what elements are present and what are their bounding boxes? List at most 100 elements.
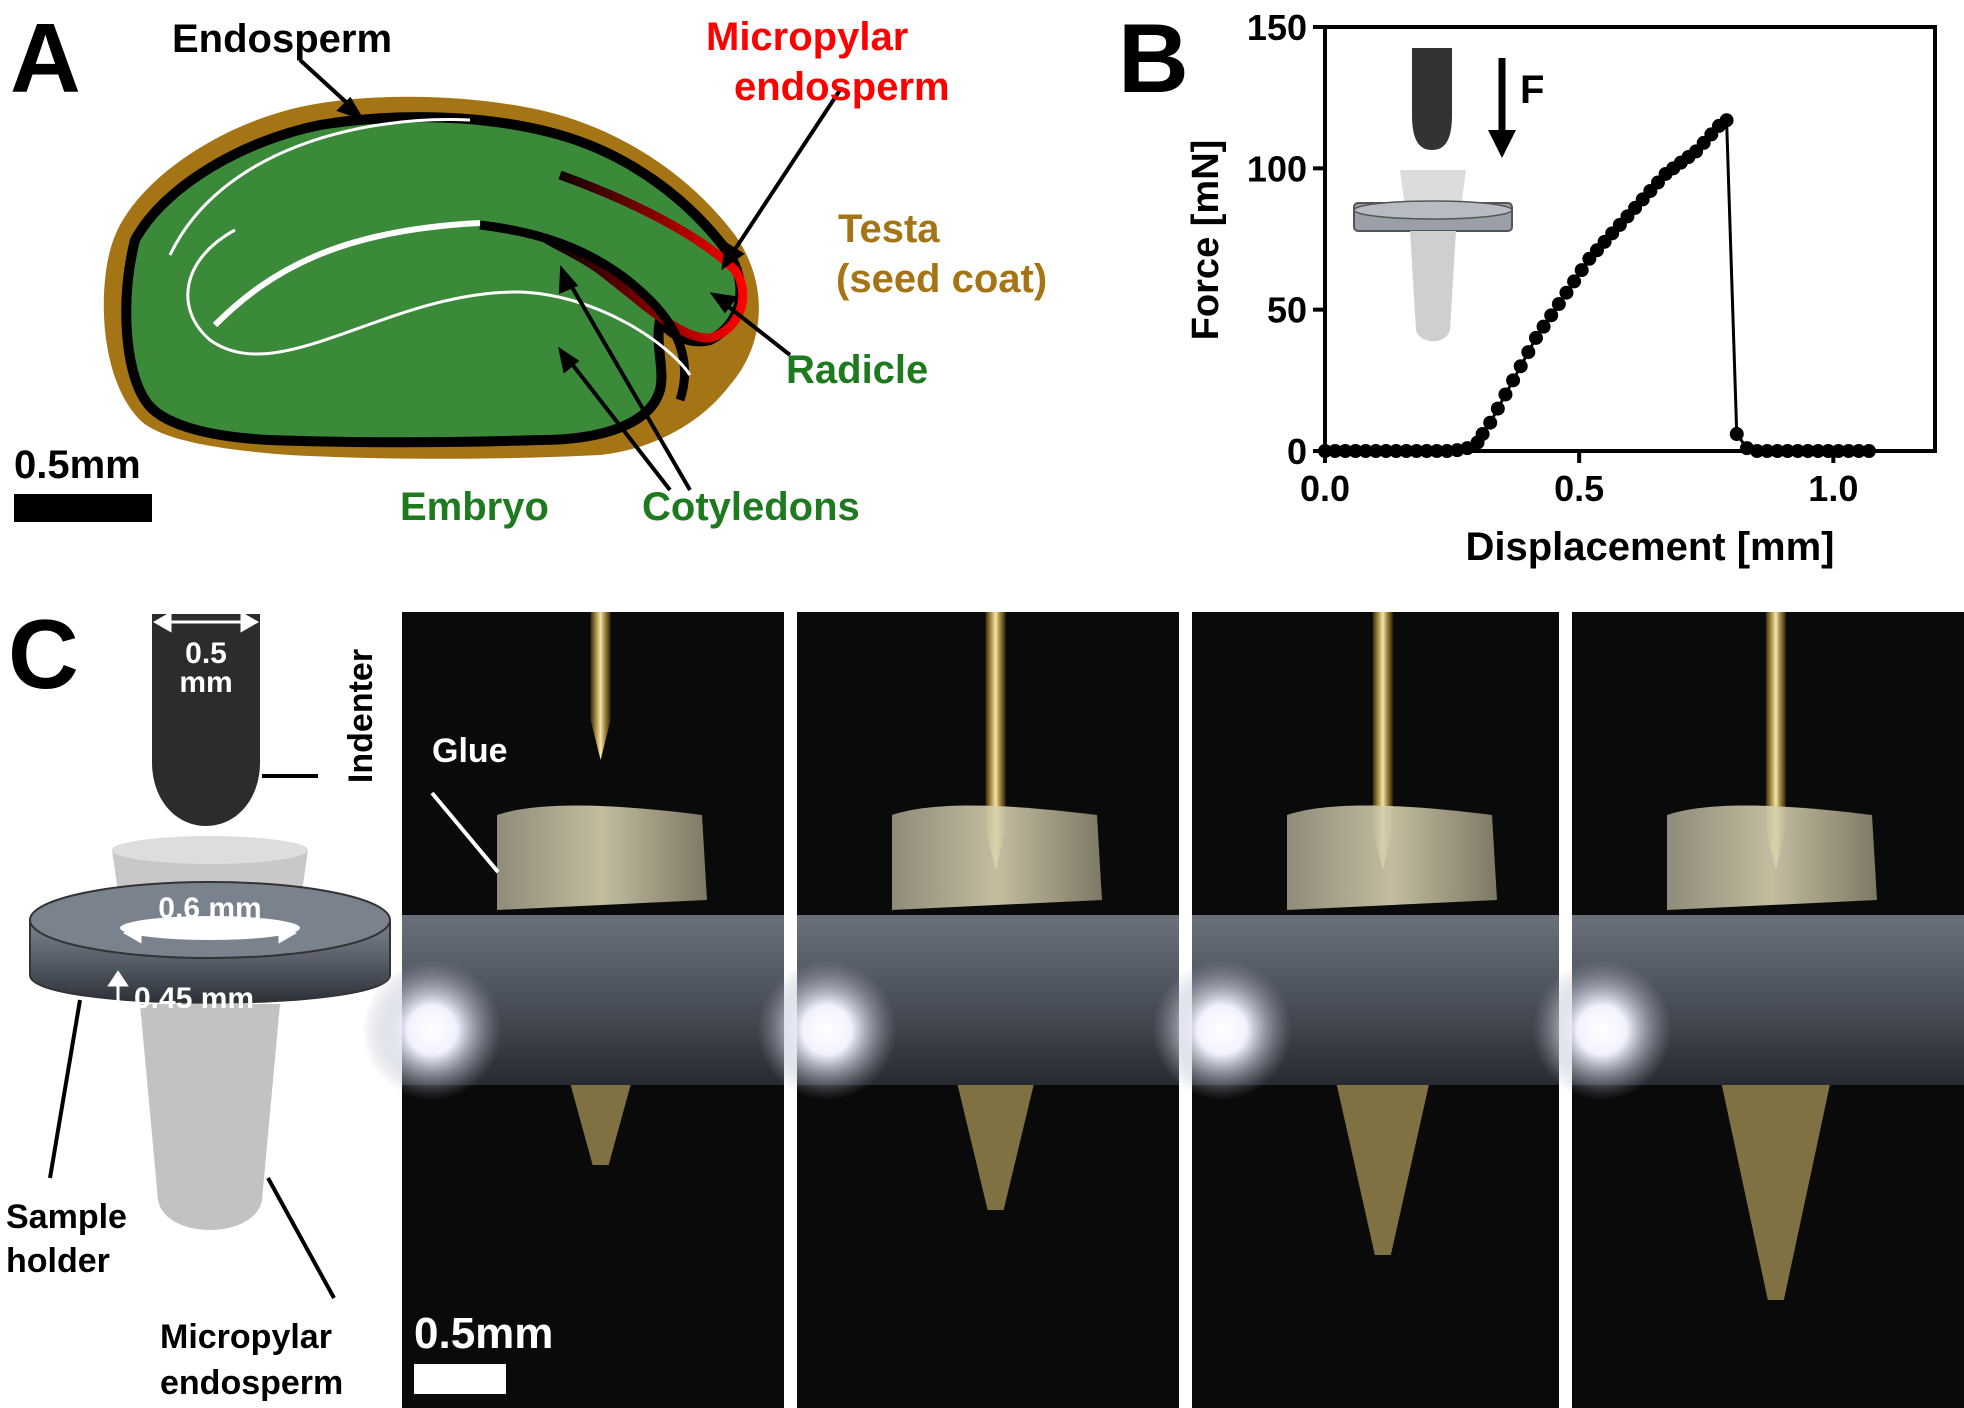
panel-c-scale-label: 0.5mm — [414, 1309, 553, 1358]
cotyledon-arrow-1 — [563, 273, 692, 492]
data-point — [1528, 330, 1543, 345]
photo-frame — [1152, 612, 1559, 1408]
cotyledon-outline — [212, 220, 481, 328]
hole-width-arrow — [122, 922, 298, 944]
micropylar-label-line1: Micropylar — [706, 15, 908, 59]
panel-a-scale-bar — [14, 494, 152, 522]
x-tick-label: 0.0 — [1300, 468, 1350, 509]
x-axis-label: Displacement [mm] — [1466, 525, 1835, 569]
plot-frame — [1323, 25, 1937, 453]
micropylar-schematic — [140, 1004, 280, 1230]
inset-sample-bottom — [1410, 231, 1456, 342]
glue-label: Glue — [432, 732, 508, 770]
data-point — [1780, 444, 1795, 458]
data-point — [1536, 319, 1551, 334]
panel-a-scale-label: 0.5mm — [14, 443, 141, 487]
data-point — [1460, 441, 1475, 456]
needle-photo — [1372, 612, 1393, 870]
needle-photo — [590, 612, 611, 760]
y-tick-label: 150 — [1247, 7, 1307, 48]
light-reflection — [1152, 960, 1292, 1100]
sample-holder-pointer — [48, 999, 82, 1179]
indenter-width-label-line1: 0.5 — [185, 637, 227, 670]
hole-width-label: 0.6 mm — [158, 892, 261, 925]
data-point — [1750, 444, 1765, 458]
radicle-arrowhead — [709, 292, 738, 314]
needle-photo — [1765, 612, 1786, 870]
indenter-width-label-line2: mm — [179, 666, 232, 699]
panel-c: C 0.5 mm Indenter 0.6 mm 0.45 mm — [6, 599, 1964, 1408]
y-tick-label: 100 — [1247, 148, 1307, 189]
data-point — [1760, 444, 1775, 458]
data-point — [1574, 263, 1589, 278]
data-point — [1851, 444, 1866, 458]
micropylar-label-line2: endosperm — [734, 65, 950, 109]
indenter-label: Indenter — [342, 649, 380, 783]
glue-pointer — [430, 791, 500, 874]
data-point — [1318, 444, 1332, 458]
data-point — [1498, 387, 1513, 402]
data-point — [1348, 444, 1363, 458]
inset-holder-top — [1353, 200, 1513, 220]
endosperm-label: Endosperm — [172, 17, 392, 61]
cotyledon-arrowhead-2 — [558, 346, 580, 374]
panel-b-letter: B — [1118, 3, 1189, 113]
micropylar-arrowhead — [721, 241, 745, 271]
endosperm-protrusion — [570, 1085, 631, 1165]
inset-indenter — [1412, 48, 1452, 150]
data-point — [1506, 373, 1521, 388]
endosperm-inner-line — [168, 118, 471, 256]
cotyledon-arrowhead-1 — [558, 264, 579, 295]
radicle-label: Radicle — [786, 348, 928, 392]
inset-schematic: F — [1353, 48, 1544, 342]
testa-label-line1: Testa — [838, 207, 940, 251]
data-point — [1521, 345, 1536, 360]
data-point — [1399, 444, 1414, 458]
indenter-width-arrow — [152, 611, 260, 633]
sample-holder-label-line2: holder — [6, 1242, 110, 1280]
panel-c-letter: C — [8, 599, 79, 709]
data-point — [1483, 415, 1498, 430]
data-point — [1559, 285, 1574, 300]
sample-photo — [497, 805, 707, 910]
thickness-label: 0.45 mm — [134, 982, 254, 1015]
micropylar-label-line1: Micropylar — [160, 1318, 332, 1356]
force-label: F — [1520, 68, 1544, 112]
data-point — [1429, 444, 1444, 458]
light-reflection — [757, 960, 897, 1100]
data-point — [1379, 444, 1393, 458]
data-point — [1811, 444, 1826, 458]
data-point — [1567, 274, 1582, 289]
cotyledon-outline-2 — [186, 228, 692, 376]
data-point — [1409, 444, 1424, 458]
data-point — [1821, 444, 1836, 458]
data-point — [1841, 444, 1856, 458]
sample-top-ellipse — [112, 836, 308, 864]
data-point — [1358, 444, 1373, 458]
data-point — [1551, 297, 1566, 312]
thickness-arrow — [107, 970, 129, 1018]
data-point — [1475, 427, 1490, 442]
data-point — [1770, 444, 1785, 458]
radicle-arrow — [718, 298, 792, 357]
data-point — [1419, 444, 1434, 458]
photo-frame — [1532, 612, 1964, 1408]
light-reflection — [362, 960, 502, 1100]
y-tick-label: 50 — [1267, 290, 1307, 331]
x-tick-label: 1.0 — [1808, 468, 1858, 509]
data-point — [1861, 444, 1876, 458]
y-axis-label: Force [mN] — [1185, 140, 1227, 341]
sample-holder-label-line1: Sample — [6, 1198, 127, 1236]
data-point — [1831, 444, 1846, 458]
data-point — [1389, 444, 1404, 458]
data-point — [1729, 427, 1744, 442]
data-point — [1719, 113, 1734, 128]
data-point — [1544, 308, 1559, 323]
sample-photo — [1287, 805, 1497, 910]
data-point — [1338, 444, 1353, 458]
data-point — [1800, 444, 1815, 458]
panel-a: A Endosperm Micropylar endosperm — [10, 3, 1047, 529]
x-tick-label: 0.5 — [1554, 468, 1604, 509]
